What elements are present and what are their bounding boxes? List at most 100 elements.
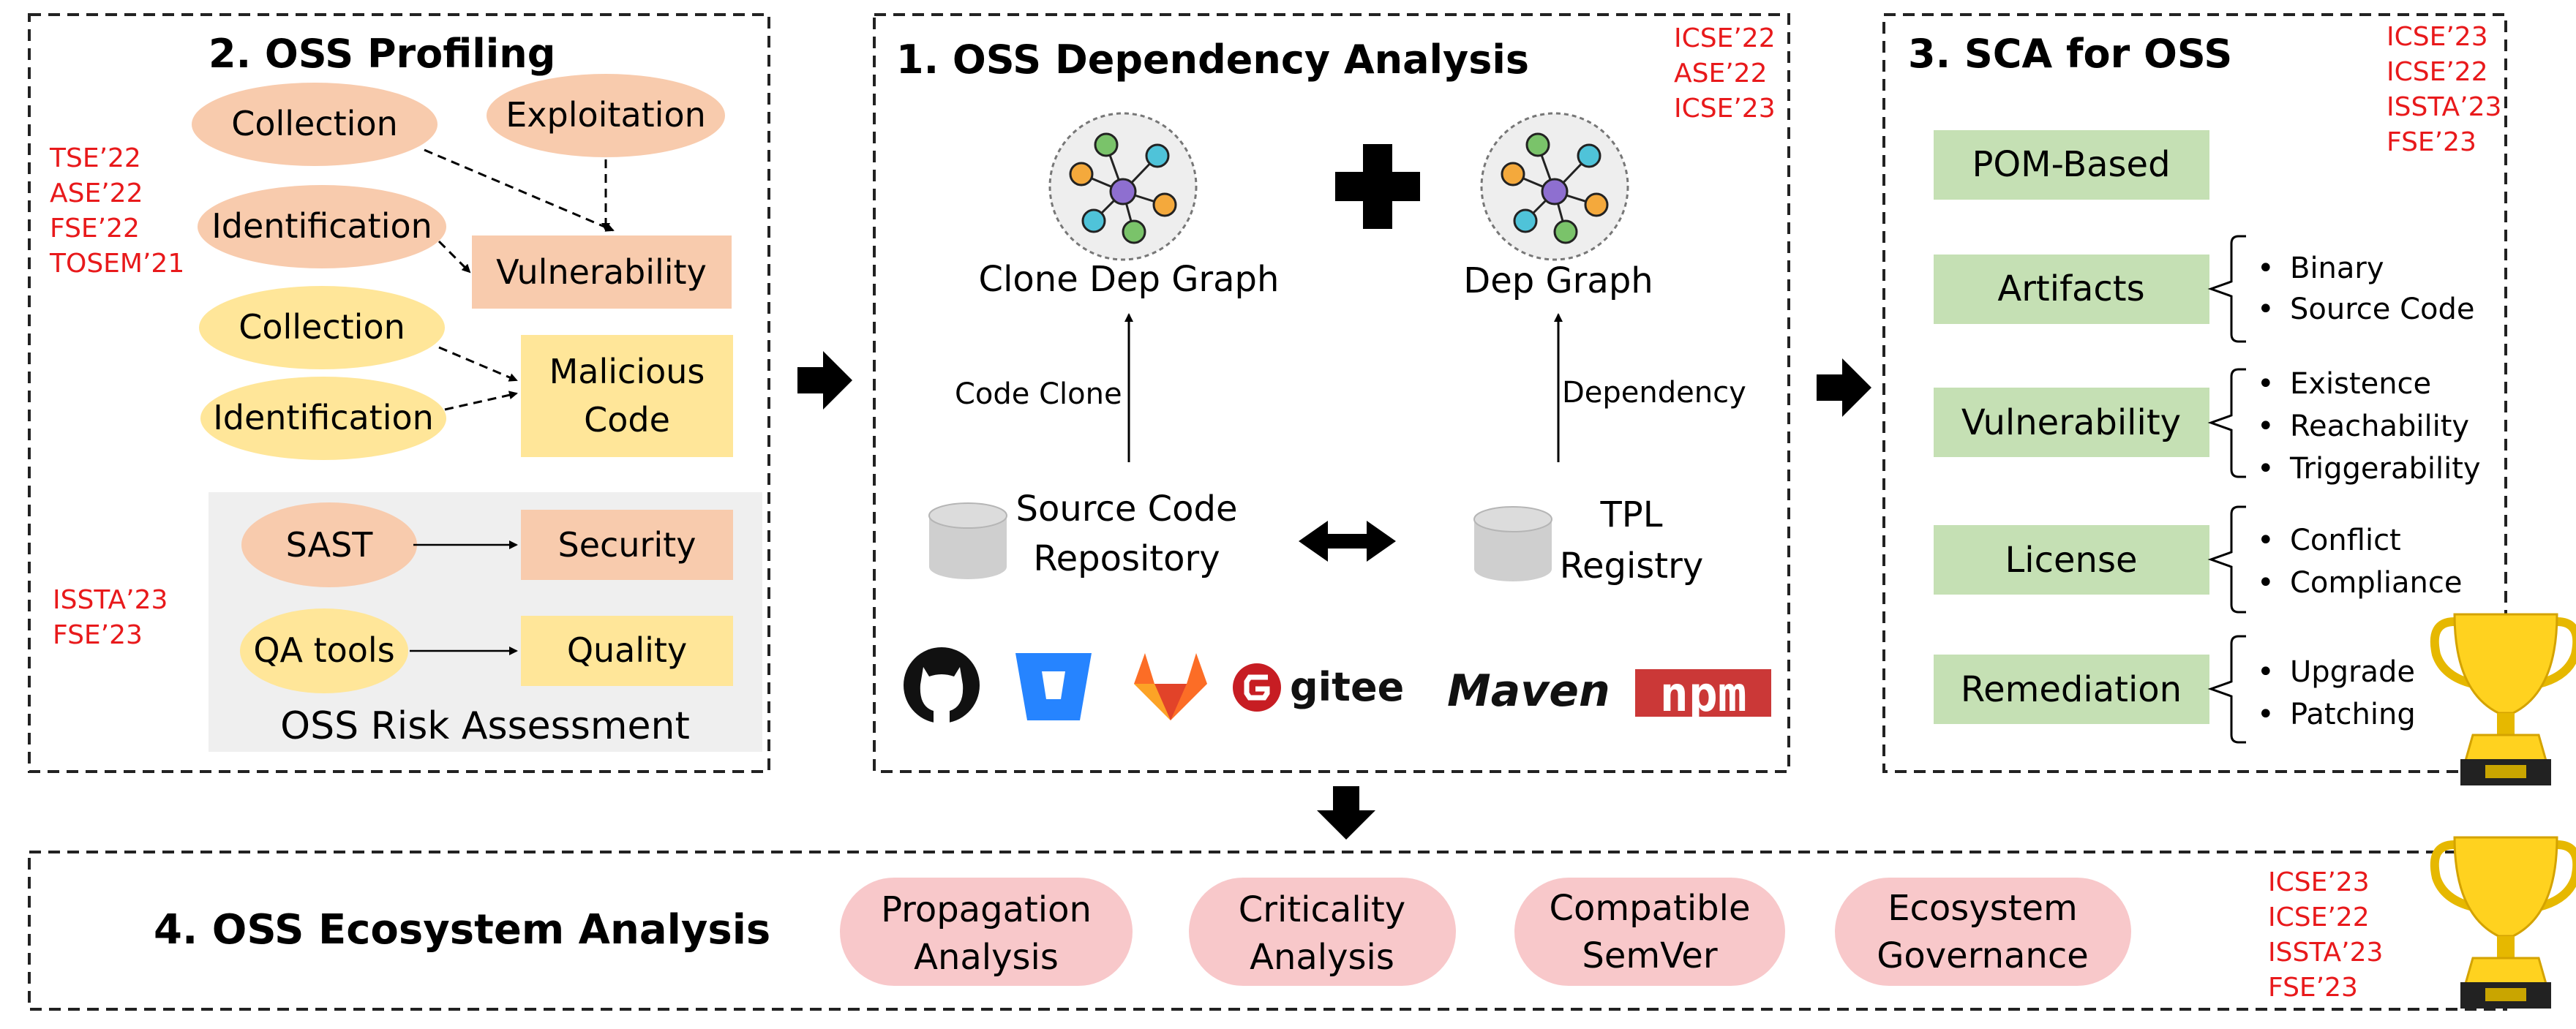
bitbucket-logo	[1015, 653, 1092, 720]
clone-graph-icon	[1048, 112, 1198, 261]
ref-fse22: FSE’22	[50, 214, 140, 244]
trophy-icon	[2430, 613, 2576, 785]
maven-logo: Maven	[1447, 666, 1610, 717]
plus-icon	[1335, 144, 1420, 229]
ref-fse23-eco: FSE’23	[2268, 973, 2358, 1003]
ref-fse23: FSE’23	[53, 620, 143, 650]
ref-issta23-sca: ISSTA’23	[2387, 92, 2501, 122]
github-logo	[904, 647, 980, 724]
artifacts-source-code: Source Code	[2290, 293, 2475, 326]
criticality-analysis-pill	[1189, 878, 1456, 986]
remediation-brace	[2207, 635, 2246, 744]
collection-label-bottom: Collection	[239, 307, 405, 347]
source-code-label-1: Source Code	[1016, 489, 1238, 529]
license-label: License	[2005, 540, 2138, 581]
propagation-label-1: Propagation	[881, 889, 1092, 930]
remediation-upgrade: Upgrade	[2290, 655, 2415, 689]
artifacts-binary: Binary	[2290, 252, 2384, 285]
license-bullet-1: •	[2257, 524, 2275, 557]
bidirectional-arrow	[1299, 521, 1396, 562]
artifacts-bullet-2: •	[2257, 293, 2275, 326]
identification-ellipse-top	[198, 185, 446, 268]
remediation-label: Remediation	[1961, 669, 2182, 710]
license-brace	[2207, 505, 2246, 614]
license-box	[1934, 525, 2209, 595]
ref-issta23-eco: ISSTA’23	[2268, 938, 2383, 968]
qa-tools-ellipse	[240, 608, 408, 693]
arrow-to-ecosystem	[1317, 786, 1375, 840]
oss-dependency-panel: 1. OSS Dependency Analysis ICSE’22 ASE’2…	[873, 13, 1790, 773]
ref-icse23-sca: ICSE’23	[2387, 22, 2488, 52]
remediation-patching: Patching	[2290, 698, 2416, 731]
governance-label-1: Ecosystem	[1888, 888, 2078, 929]
ecosystem-panel: 4. OSS Ecosystem Analysis Propagation An…	[28, 851, 2507, 1011]
identification-ellipse-bottom	[200, 377, 446, 460]
security-label: Security	[558, 525, 696, 565]
remediation-box	[1934, 655, 2209, 724]
compatible-label-1: Compatible	[1549, 888, 1750, 929]
collection-ellipse-top	[192, 83, 438, 166]
malicious-label-2: Code	[584, 400, 670, 440]
vulnerability-sca-box	[1934, 388, 2209, 457]
clone-graph-label: Clone Dep Graph	[979, 259, 1280, 300]
trophy-icon-ecosystem	[2430, 836, 2576, 1009]
pom-based-label: POM-Based	[1972, 144, 2170, 185]
ref-icse22-eco: ICSE’22	[2268, 902, 2370, 932]
ref-icse23-eco: ICSE’23	[2268, 867, 2370, 897]
oss-profiling-panel: 2. OSS Profiling Collection Exploitation…	[28, 13, 770, 773]
artifacts-bullet-1: •	[2257, 252, 2275, 285]
quality-label: Quality	[567, 630, 687, 670]
vulnerability-sca-label: Vulnerability	[1961, 402, 2181, 443]
license-compliance: Compliance	[2290, 566, 2462, 600]
remediation-bullet-2: •	[2257, 698, 2275, 731]
ref-tosem21: TOSEM’21	[49, 249, 184, 279]
dep-graph-label: Dep Graph	[1463, 260, 1653, 301]
pom-based-box	[1934, 130, 2209, 200]
vulnerability-label: Vulnerability	[496, 252, 707, 292]
npm-wordmark: npm	[1659, 666, 1746, 723]
tpl-registry-database-icon	[1473, 506, 1552, 581]
collection-to-vulnerability-arrow	[424, 148, 615, 232]
malicious-label-1: Malicious	[549, 352, 705, 391]
remediation-bullet-1: •	[2257, 655, 2275, 689]
ecosystem-governance-pill	[1835, 878, 2131, 986]
source-code-label-2: Repository	[1033, 538, 1220, 579]
exploitation-ellipse	[487, 74, 725, 157]
arrow-profiling-to-dependency	[797, 351, 852, 410]
source-repo-database-icon	[928, 502, 1007, 579]
risk-assessment-label: OSS Risk Assessment	[280, 704, 690, 748]
dependency-label: Dependency	[1562, 376, 1746, 410]
arrow-dependency-to-sca	[1817, 358, 1871, 417]
sca-title: 3. SCA for OSS	[1908, 31, 2232, 77]
exploitation-label: Exploitation	[506, 95, 706, 135]
compatible-semver-pill	[1514, 878, 1785, 986]
sast-ellipse	[241, 502, 417, 587]
vuln-existence: Existence	[2290, 367, 2431, 401]
artifacts-label: Artifacts	[1997, 268, 2144, 309]
qa-tools-label: QA tools	[253, 630, 394, 670]
license-bullet-2: •	[2257, 566, 2275, 600]
tpl-label-2: Registry	[1560, 546, 1704, 587]
collection-ellipse-bottom	[199, 286, 445, 369]
security-box	[521, 510, 733, 580]
propagation-analysis-pill	[840, 878, 1133, 986]
ref-icse22-dep: ICSE’22	[1674, 23, 1776, 53]
compatible-label-2: SemVer	[1582, 935, 1717, 976]
vuln-bullet-2: •	[2257, 410, 2275, 443]
ref-fse23-sca: FSE’23	[2387, 127, 2477, 157]
vuln-bullet-1: •	[2257, 367, 2275, 401]
malicious-code-box	[521, 335, 733, 457]
vuln-triggerability: Triggerability	[2289, 452, 2481, 486]
dep-graph-icon	[1480, 112, 1629, 261]
gitee-logo: gitee	[1233, 663, 1404, 712]
criticality-label-2: Analysis	[1250, 937, 1394, 978]
ecosystem-title: 4. OSS Ecosystem Analysis	[154, 906, 770, 954]
artifacts-brace	[2207, 235, 2246, 343]
ref-icse23-dep: ICSE’23	[1674, 94, 1776, 124]
propagation-label-2: Analysis	[914, 937, 1059, 978]
identification-to-malicious-arrow	[444, 391, 518, 411]
vulnerability-box	[472, 235, 732, 309]
criticality-label-1: Criticality	[1239, 889, 1405, 930]
quality-box	[521, 616, 733, 686]
